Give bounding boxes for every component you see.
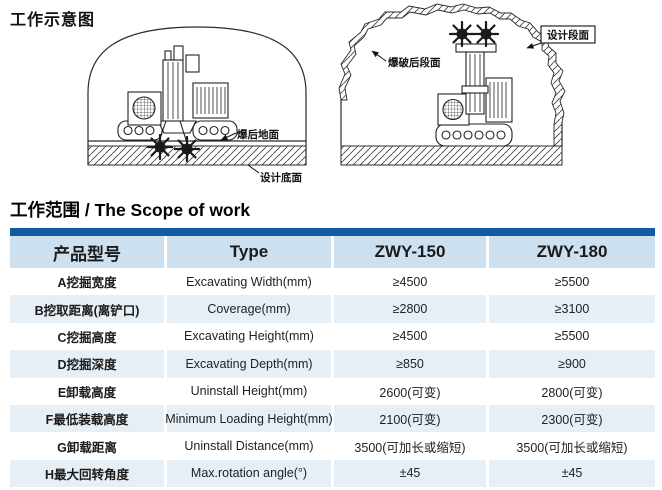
col-header-type: Type xyxy=(167,236,331,268)
schematic-title: 工作示意图 xyxy=(10,12,96,29)
left-tunnel-diagram xyxy=(87,26,307,166)
table-row: F最低装载高度 Minimum Loading Height(mm) 2100(… xyxy=(10,404,655,433)
cell-zwy150: 3500(可加长或缩短) xyxy=(354,440,466,455)
cell-zwy150: ≥2800 xyxy=(334,295,486,323)
cell-type: Excavating Depth(mm) xyxy=(167,350,331,378)
schematic-diagrams: 爆后地面 设计底面 爆破后段面 设计段面 xyxy=(87,3,596,184)
table-row: G卸载距离 Uninstall Distance(mm) 3500(可加长或缩短… xyxy=(10,432,655,460)
cell-zwy180: ±45 xyxy=(489,459,655,488)
drum-mount xyxy=(455,43,497,53)
fan-icon xyxy=(132,96,156,120)
floor-hatch xyxy=(340,145,563,166)
cell-param: F最低装载高度 xyxy=(10,404,164,433)
cell-param: A挖掘宽度 xyxy=(57,276,117,291)
cutting-drum-icon xyxy=(472,20,500,48)
cell-zwy180: 2800(可变) xyxy=(541,385,603,400)
track-right xyxy=(192,120,238,141)
cell-param: D挖掘深度 xyxy=(10,350,164,378)
cell-zwy180: ≥3100 xyxy=(489,295,655,323)
grille-housing xyxy=(192,82,229,119)
cell-zwy150: ±45 xyxy=(334,459,486,488)
blasted-ground-label: 爆后地面 xyxy=(237,128,279,141)
cell-type: Max.rotation angle(°) xyxy=(167,459,331,488)
cell-zwy150: ≥4500 xyxy=(392,329,428,344)
cell-zwy150: 2100(可变) xyxy=(334,404,486,433)
right-diagram-labels: 爆破后段面 设计段面 xyxy=(371,25,596,69)
cell-type: Coverage(mm) xyxy=(167,295,331,323)
right-machine xyxy=(435,20,513,147)
table-row: C挖掘高度 Excavating Height(mm) ≥4500 ≥5500 xyxy=(10,322,655,351)
table-header-row: 产品型号 Type ZWY-150 ZWY-180 xyxy=(10,236,655,268)
cell-zwy150: ≥850 xyxy=(334,350,486,378)
cell-param: G卸载距离 xyxy=(57,440,117,455)
table-row: A挖掘宽度 Excavating Width(mm) ≥4500 ≥5500 xyxy=(10,268,655,296)
cell-zwy180: 3500(可加长或缩短) xyxy=(516,440,628,455)
table-row: H最大回转角度 Max.rotation angle(°) ±45 ±45 xyxy=(10,459,655,488)
cell-type: Uninstall Distance(mm) xyxy=(184,439,314,454)
track xyxy=(435,123,513,147)
cell-zwy150: ≥4500 xyxy=(392,274,428,289)
blasted-section-label: 爆破后段面 xyxy=(388,56,441,69)
left-machine xyxy=(117,45,238,163)
right-tunnel-diagram xyxy=(338,3,566,166)
cutting-drum-icon xyxy=(146,133,174,161)
cell-zwy150: 2600(可变) xyxy=(379,385,441,400)
left-diagram-labels: 爆后地面 设计底面 xyxy=(220,128,302,184)
fan-icon xyxy=(442,98,464,121)
cell-param: E卸载高度 xyxy=(57,385,117,400)
cell-type: Excavating Height(mm) xyxy=(184,329,314,344)
cutting-drum-icon xyxy=(448,20,476,48)
table-row: D挖掘深度 Excavating Depth(mm) ≥850 ≥900 xyxy=(10,350,655,378)
col-header-zwy180: ZWY-180 xyxy=(489,236,655,268)
design-section-label: 设计段面 xyxy=(547,29,589,42)
spec-table: 产品型号 Type ZWY-150 ZWY-180 A挖掘宽度 Excavati… xyxy=(10,228,655,488)
cutting-drum-icon xyxy=(173,135,201,163)
col-header-model: 产品型号 xyxy=(10,236,164,268)
cell-zwy180: ≥5500 xyxy=(554,274,590,289)
cell-type: Uninstall Height(mm) xyxy=(190,384,308,399)
table-row: B挖取距离(离铲口) Coverage(mm) ≥2800 ≥3100 xyxy=(10,295,655,323)
table-row: E卸载高度 Uninstall Height(mm) 2600(可变) 2800… xyxy=(10,377,655,405)
design-section-label-box xyxy=(540,25,596,44)
cell-param: H最大回转角度 xyxy=(10,459,164,488)
cell-type: Minimum Loading Height(mm) xyxy=(165,404,333,433)
cell-zwy180: ≥900 xyxy=(489,350,655,378)
cell-zwy180: 2300(可变) xyxy=(489,404,655,433)
table-accent-bar xyxy=(10,228,655,236)
cell-type: Excavating Width(mm) xyxy=(186,274,312,289)
scope-title: 工作范围 / The Scope of work xyxy=(10,200,251,220)
tunnel-outline xyxy=(87,26,307,165)
cell-zwy180: ≥5500 xyxy=(554,329,590,344)
col-header-zwy150: ZWY-150 xyxy=(334,236,486,268)
cell-param: C挖掘高度 xyxy=(57,330,117,345)
design-bottom-label: 设计底面 xyxy=(260,171,302,184)
design-bottom-hatch xyxy=(87,145,307,166)
cell-param: B挖取距离(离铲口) xyxy=(10,295,164,323)
